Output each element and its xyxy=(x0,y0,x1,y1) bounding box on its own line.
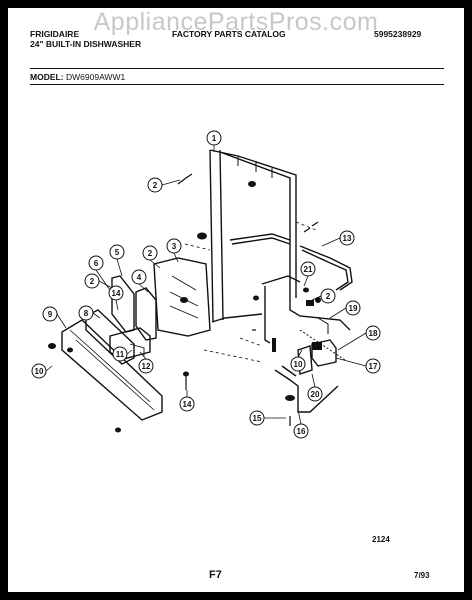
callout-label: 17 xyxy=(369,362,378,371)
callout-label: 2 xyxy=(326,292,331,301)
header-divider xyxy=(30,68,444,69)
callout-label: 14 xyxy=(112,289,121,298)
brand-label: FRIGIDAIRE xyxy=(30,29,80,39)
model-label: MODEL: xyxy=(30,72,64,82)
callout-label: 8 xyxy=(84,309,89,318)
model-number: DW6909AWW1 xyxy=(66,72,126,82)
callout-label: 5 xyxy=(115,248,120,257)
callout-label: 15 xyxy=(253,414,262,423)
callout-label: 6 xyxy=(94,259,99,268)
revision-date: 7/93 xyxy=(414,571,430,580)
callout-label: 3 xyxy=(172,242,177,251)
part-number: 5995238929 xyxy=(374,29,422,39)
product-label: 24" BUILT-IN DISHWASHER xyxy=(30,39,142,49)
callout-label: 21 xyxy=(304,265,313,274)
callout-label: 11 xyxy=(116,350,125,359)
callout-label: 18 xyxy=(369,329,378,338)
callout-label: 20 xyxy=(311,390,320,399)
callout-label: 2 xyxy=(90,277,95,286)
callout-label: 10 xyxy=(35,367,44,376)
callout-label: 2 xyxy=(153,181,158,190)
callout-label: 13 xyxy=(343,234,352,243)
model-divider xyxy=(30,84,444,85)
callout-label: 2 xyxy=(148,249,153,258)
page-number: F7 xyxy=(209,569,222,581)
callout-label: 4 xyxy=(137,273,142,282)
callout-label: 16 xyxy=(297,427,306,436)
callout-label: 9 xyxy=(48,310,53,319)
callout-label: 10 xyxy=(294,360,303,369)
callout-label: 1 xyxy=(212,134,217,143)
callout-label: 12 xyxy=(142,362,151,371)
catalog-sheet xyxy=(8,8,464,592)
callout-label: 19 xyxy=(349,304,358,313)
callout-label: 14 xyxy=(183,400,192,409)
catalog-title: FACTORY PARTS CATALOG xyxy=(172,29,286,39)
diagram-code: 2124 xyxy=(372,535,390,544)
